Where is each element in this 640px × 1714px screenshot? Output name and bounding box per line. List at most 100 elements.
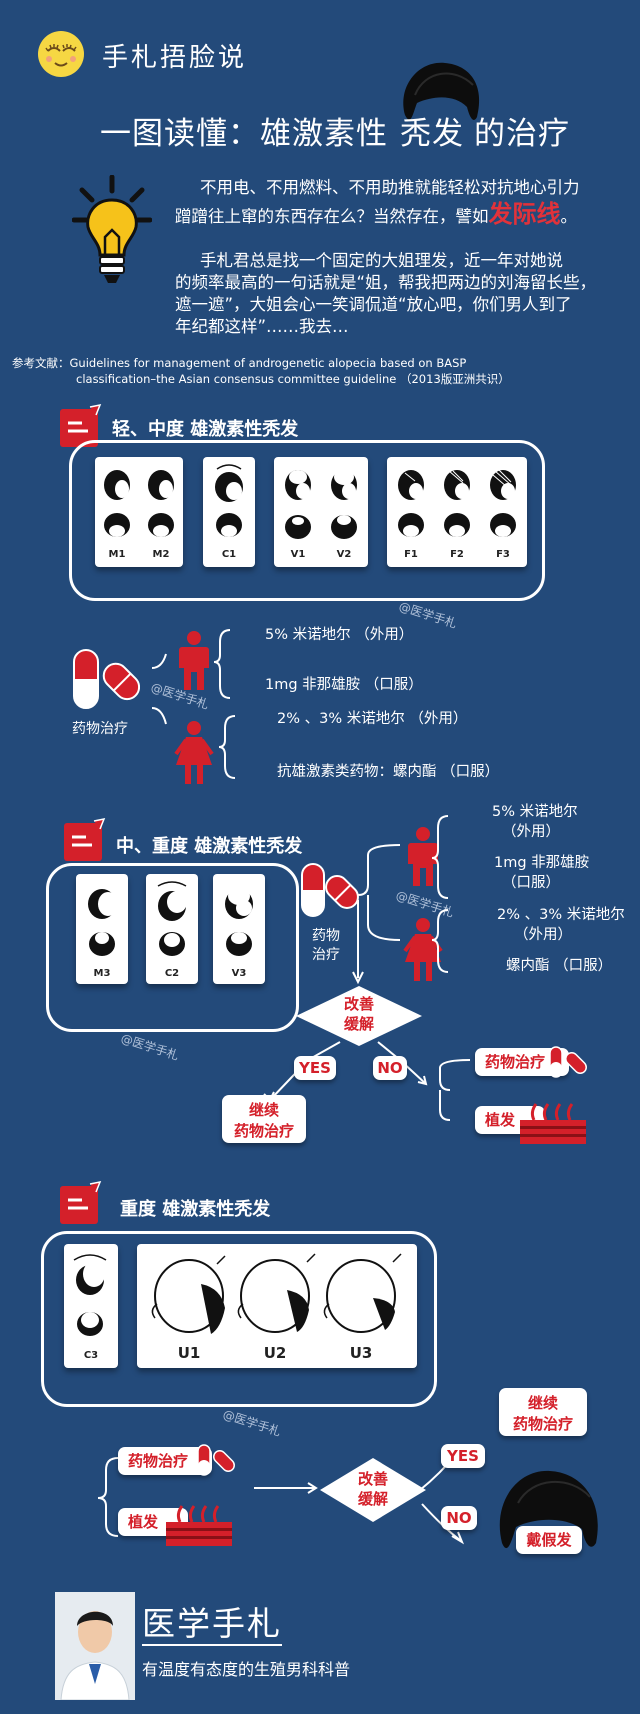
page-title-part1: 一图读懂：雄激素性 [100,116,388,152]
section2-image-box [46,863,299,1032]
male-item-2: 1mg 非那雄胺 [494,855,590,871]
flow-arrows [97,1451,465,1545]
section1-title: 轻、中度 雄激素性秃发 [112,419,299,440]
footer-brand: 医学手札 [142,1604,282,1643]
norwood-card-m: M1 M2 [95,457,183,567]
male-icon [176,630,212,692]
intro-p2-line3: 遮一遮”，大姐会心一笑调侃道“放心吧，你们男人到了 [175,295,572,314]
brace-connector [352,815,449,985]
drug-label-line1: 药物 [312,928,340,944]
norwood-card-f: F1 F2 F3 [387,457,527,567]
continue-drug-box: 继续 药物治疗 [499,1388,587,1436]
continue-drug-box: 继续 药物治疗 [222,1095,306,1143]
brace-connector [151,629,236,779]
label-v1: V1 [290,549,306,560]
improve-decision-diamond: 改善 缓解 [294,984,424,1048]
label-m3: M3 [93,968,111,979]
norwood-card-u: U1 U2 U3 [137,1244,417,1368]
lightbulb-icon [72,175,152,290]
wig-icon [492,1463,604,1559]
improve-decision-diamond: 改善 缓解 [318,1456,428,1524]
intro-p2-line4: 年纪都这样”……我去… [175,317,349,336]
head-profile-icon [398,469,516,537]
male-item-1: 5% 米诺地尔 （外用） [265,627,414,643]
intro-p1-line1: 不用电、不用燃料、不用助推就能轻松对抗地心引力 [200,178,580,197]
norwood-card-c: C1 [203,457,255,567]
diamond-line2: 缓解 [343,1015,374,1033]
option-drug-box: 药物治疗 [118,1447,212,1475]
continue-line1: 继续 [527,1394,558,1412]
head-profile-icon [151,1253,402,1334]
head-profile-icon [285,469,357,539]
label-c2: C2 [164,968,180,979]
option-drug-label: 药物治疗 [128,1452,189,1470]
label-f3: F3 [496,549,510,560]
hair-transplant-icon [520,1102,586,1144]
page-title-part3: 的治疗 [474,116,570,152]
section3-title: 重度 雄激素性秃发 [120,1199,271,1220]
section-icon [62,817,108,863]
diamond-line1: 改善 [343,995,374,1013]
drug-treatment-label: 药物治疗 [72,721,128,737]
diamond-line2: 缓解 [357,1490,388,1508]
label-v3: V3 [231,968,247,979]
logo-emoji-icon [36,29,86,79]
label-c3: C3 [83,1350,99,1361]
norwood-card-m3: M3 [76,874,128,984]
head-profile-icon [215,464,243,537]
head-profile-icon [88,889,118,956]
female-item-1: 2% 、3% 米诺地尔 [497,907,625,923]
option-transplant-box: 植发 [118,1508,188,1536]
pill-small-icon [548,1045,588,1079]
diamond-line1: 改善 [357,1470,388,1488]
reference-line1: Guidelines for management of androgeneti… [69,356,467,370]
label-m1: M1 [108,549,126,560]
footer-slogan: 有温度有态度的生殖男科科普 [142,1660,351,1679]
section-icon [58,403,104,449]
yes-label: YES [441,1444,485,1468]
norwood-card-c3: C3 [64,1244,118,1368]
footer-divider [142,1644,282,1646]
drug-label-line2: 治疗 [312,947,340,963]
label-f2: F2 [450,549,464,560]
hair-icon [395,55,485,140]
avatar [55,1592,135,1700]
logo-text: 手札捂脸说 [102,43,248,73]
norwood-card-v3: V3 [213,874,265,984]
pill-small-icon [196,1443,236,1477]
hair-transplant-icon [166,1504,232,1546]
female-item-1-route: （外用） [514,927,572,943]
female-item-2: 抗雄激素类药物：螺内酯 （口服） [277,764,500,780]
no-label: NO [441,1506,477,1530]
intro-p2-line1: 手札君总是找一个固定的大姐理发，近一年对她说 [200,251,563,270]
female-item-2: 螺内酯 （口服） [506,958,613,974]
option-transplant-label: 植发 [485,1111,516,1129]
female-icon [174,720,214,786]
label-u1: U1 [177,1344,201,1362]
yes-label: YES [294,1056,336,1080]
intro-p1-line2: 蹭蹭往上窜的东西存在么？当然存在，譬如 [175,207,489,226]
label-u3: U3 [349,1344,373,1362]
head-profile-icon [225,887,253,956]
intro-p1-end: 。 [560,207,578,226]
no-label: NO [373,1056,407,1080]
pill-icon [298,862,360,920]
male-icon [405,826,441,888]
label-f1: F1 [404,549,418,560]
continue-line1: 继续 [248,1101,279,1119]
head-profile-icon [104,470,174,537]
norwood-card-v: V1 V2 [274,457,368,567]
intro-p2-line2: 的频率最高的一句话就是“姐，帮我把两边的刘海留长些， [175,273,597,292]
reference-label: 参考文献： [12,356,70,370]
male-item-2-route: （口服） [502,875,560,891]
continue-line2: 药物治疗 [233,1122,294,1140]
section1-image-box [69,440,545,601]
male-item-1: 5% 米诺地尔 [492,804,578,820]
section-icon [58,1180,104,1226]
option-drug-label: 药物治疗 [485,1053,546,1071]
head-profile-icon [157,881,187,956]
pill-icon [70,648,140,712]
section3-image-box [41,1231,437,1407]
intro-highlight: 发际线 [488,200,561,228]
wig-box: 戴假发 [516,1526,582,1554]
